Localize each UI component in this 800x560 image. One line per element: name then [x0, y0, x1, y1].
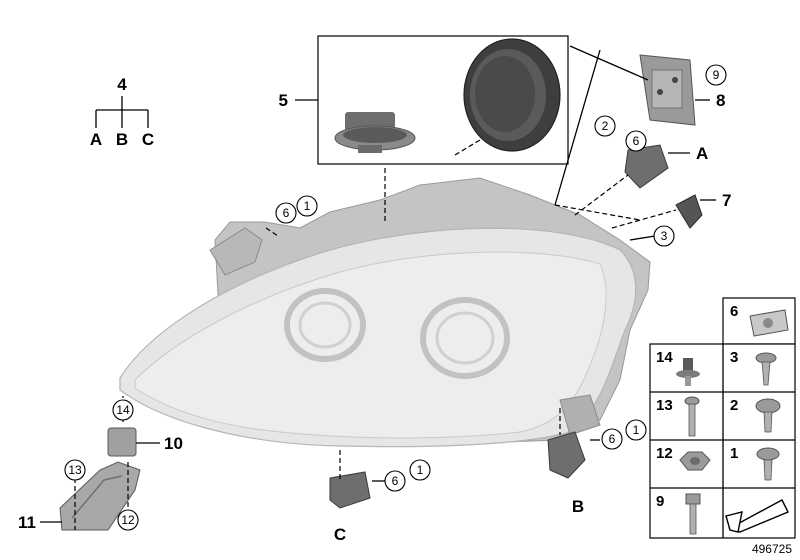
callout-6-left: 6: [283, 206, 290, 220]
bracket-part-item-11: [59, 461, 141, 531]
callout-1-bottom: 1: [417, 463, 424, 477]
callout-12: 12: [121, 513, 135, 527]
callout-6-bottom: 6: [392, 474, 399, 488]
circled-callouts: 9 2 6 6 1 3 14 13 12 6 1 6 1: [64, 64, 727, 531]
callout-9: 9: [713, 68, 720, 82]
tree-child-c: C: [142, 130, 154, 149]
callout-7: 7: [722, 191, 731, 210]
table-num-2: 2: [730, 397, 738, 414]
mount-part-b: [547, 431, 586, 479]
table-num-3: 3: [730, 349, 738, 366]
fasteners-table: 6 14 3 13 2 12: [649, 297, 796, 539]
bracket-part-item-8: [639, 54, 696, 126]
cover-cap-part: [463, 38, 561, 152]
headlamp-illustration: [119, 177, 651, 448]
callout-6-top: 6: [633, 134, 640, 148]
callout-1-left: 1: [304, 199, 311, 213]
washer-screw-icon-1: [756, 447, 780, 481]
rubber-cap-part-item-7: [675, 194, 703, 229]
clip-nut-icon: [749, 309, 789, 337]
bolt-icon: [684, 396, 700, 437]
tree-child-b: B: [116, 130, 128, 149]
callout-8: 8: [716, 91, 725, 110]
bracket-part-item-10: [107, 427, 137, 457]
inset-box-item-5: [317, 35, 569, 165]
bulb-socket-part: [334, 112, 416, 153]
callout-11: 11: [18, 513, 36, 532]
bold-callouts: 5 7 8 A 10 11 C B: [18, 91, 731, 544]
rubber-mount-icon: [676, 358, 700, 386]
callout-10: 10: [164, 434, 183, 453]
callout-1-right: 1: [633, 423, 640, 437]
table-num-6: 6: [730, 303, 738, 320]
table-num-12: 12: [656, 445, 673, 462]
tree-root-label: 4: [117, 75, 127, 94]
callout-6-right: 6: [609, 432, 616, 446]
callout-2-top: 2: [602, 119, 609, 133]
callout-a: A: [696, 144, 708, 163]
callout-3: 3: [661, 229, 668, 243]
tree-child-a: A: [90, 130, 102, 149]
mount-part-a: [624, 144, 669, 189]
table-num-1: 1: [730, 445, 738, 462]
callout-b: B: [572, 497, 584, 516]
table-num-9: 9: [656, 493, 664, 510]
washer-screw-icon-2: [755, 398, 781, 433]
mount-part-c: [329, 471, 371, 509]
arrow-icon: [725, 499, 789, 533]
leader-lines: [40, 45, 716, 530]
self-tapping-screw-icon: [755, 352, 777, 386]
table-num-13: 13: [656, 397, 673, 414]
callout-c: C: [334, 525, 346, 544]
diagram-reference-number: 496725: [752, 542, 792, 556]
table-num-14: 14: [656, 349, 673, 366]
assembly-tree: 4 A B C: [90, 75, 154, 149]
callout-5: 5: [279, 91, 288, 110]
hex-bolt-icon: [685, 493, 701, 535]
callout-14: 14: [116, 403, 130, 417]
hex-nut-icon: [679, 451, 711, 471]
callout-13: 13: [68, 463, 82, 477]
